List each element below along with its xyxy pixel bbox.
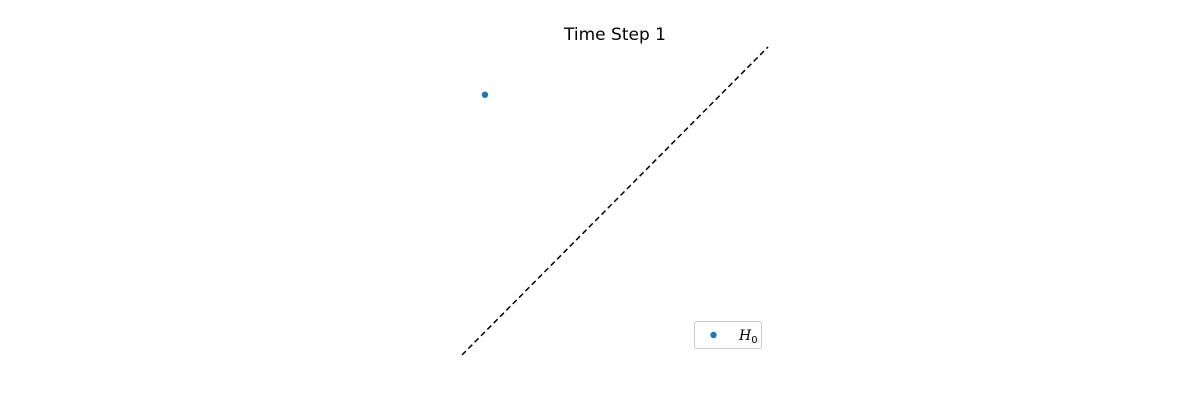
diagonal-reference-line bbox=[461, 46, 769, 356]
legend-marker-h0 bbox=[710, 331, 717, 339]
legend-frame bbox=[694, 321, 762, 349]
legend-label-h0: H0 bbox=[738, 328, 758, 346]
data-point-h0-0 bbox=[481, 91, 489, 98]
legend: H0 bbox=[694, 321, 762, 349]
chart-title: Time Step 1 bbox=[563, 25, 666, 45]
points-layer bbox=[481, 91, 489, 98]
plot-area bbox=[461, 46, 769, 356]
